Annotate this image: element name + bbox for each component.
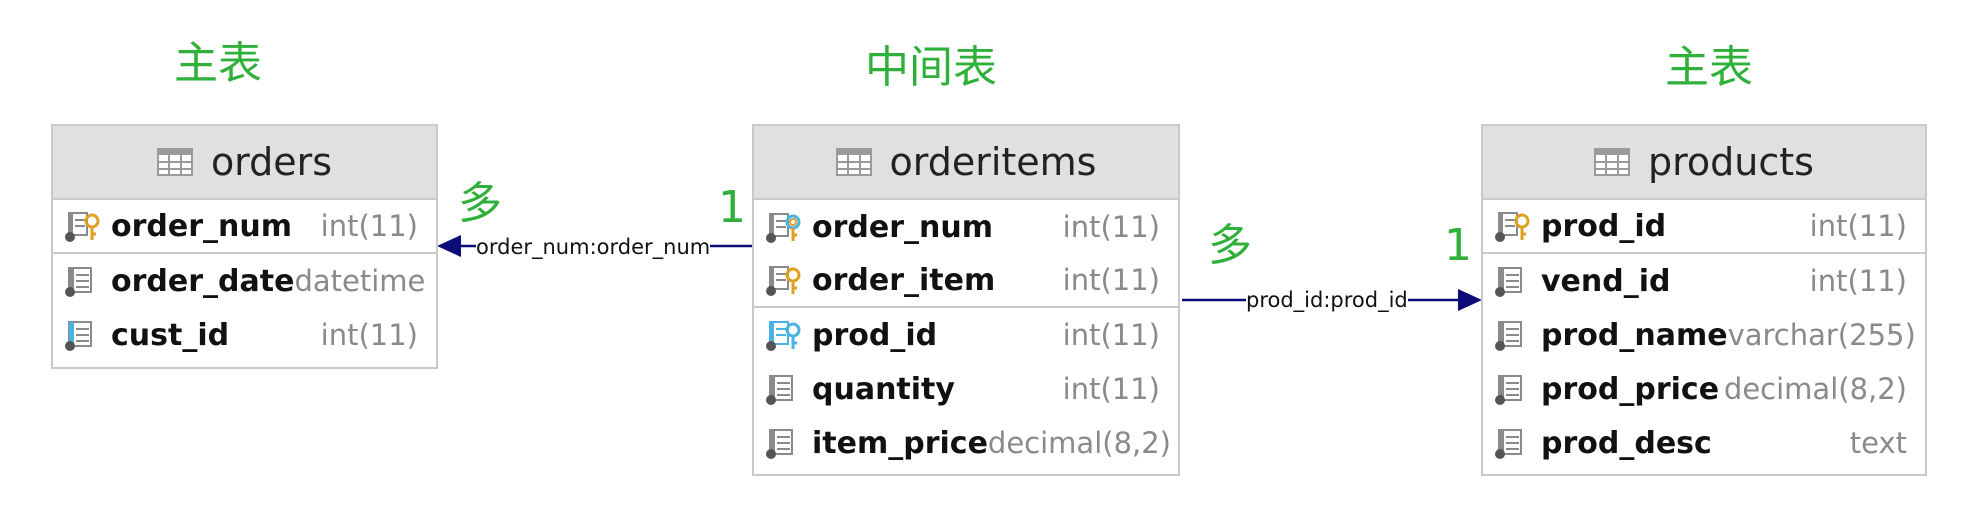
- field-type: text: [1849, 426, 1907, 460]
- field-type: int(11): [1062, 210, 1160, 244]
- label-main-table-right: 主表: [1665, 42, 1753, 93]
- table-card-orderitems[interactable]: orderitems order_num int(11) order_it: [752, 124, 1180, 476]
- cardinality-one-right: 1: [1444, 220, 1472, 271]
- column-icon: [766, 375, 793, 405]
- table-icon: [156, 148, 193, 176]
- label-junction-table: 中间表: [865, 42, 997, 93]
- field-row[interactable]: quantity int(11): [754, 362, 1178, 416]
- field-row[interactable]: prod_id int(11): [754, 308, 1178, 362]
- label-main-table-left: 主表: [174, 38, 262, 89]
- field-row[interactable]: order_item int(11): [754, 254, 1178, 308]
- relation-label-products: prod_id:prod_id: [1246, 288, 1408, 312]
- arrowhead-products: [1458, 289, 1482, 311]
- column-icon: [1495, 321, 1522, 351]
- field-row[interactable]: prod_desc text: [1483, 416, 1925, 470]
- field-name: quantity: [812, 371, 955, 407]
- field-type: int(11): [320, 318, 418, 352]
- cardinality-many-left: 多: [458, 178, 502, 229]
- table-name: products: [1648, 140, 1814, 184]
- field-row[interactable]: order_date datetime: [53, 254, 436, 308]
- table-header-products[interactable]: products: [1483, 126, 1925, 200]
- field-type: int(11): [1062, 263, 1160, 297]
- table-card-products[interactable]: products prod_id int(11) vend_id int(11): [1481, 124, 1927, 476]
- field-name: prod_price: [1541, 371, 1720, 407]
- field-type: int(11): [1062, 372, 1160, 406]
- field-name: vend_id: [1541, 263, 1671, 299]
- field-type: datetime: [294, 264, 426, 298]
- primary-foreign-key-icon: [766, 266, 801, 296]
- column-icon: [65, 267, 92, 297]
- table-card-orders[interactable]: orders order_num int(11) order_date date…: [51, 124, 438, 369]
- field-name: prod_name: [1541, 317, 1728, 353]
- field-name: cust_id: [111, 317, 230, 353]
- field-name: prod_id: [1541, 208, 1667, 244]
- field-type: int(11): [1062, 318, 1160, 352]
- field-type: int(11): [320, 209, 418, 243]
- field-row[interactable]: vend_id int(11): [1483, 254, 1925, 308]
- foreign-key-icon: [766, 321, 801, 351]
- field-row[interactable]: cust_id int(11): [53, 308, 436, 362]
- relation-label-orders: order_num:order_num: [476, 235, 711, 259]
- field-type: int(11): [1809, 264, 1907, 298]
- field-name: item_price: [812, 425, 988, 461]
- field-row[interactable]: order_num int(11): [754, 200, 1178, 254]
- table-header-orderitems[interactable]: orderitems: [754, 126, 1178, 200]
- foreign-key-column-icon: [65, 321, 92, 351]
- table-icon: [1594, 148, 1631, 176]
- table-name: orders: [210, 140, 333, 184]
- field-type: varchar(255): [1727, 318, 1916, 352]
- table-name: orderitems: [889, 140, 1097, 184]
- field-name: order_item: [812, 262, 996, 298]
- field-row[interactable]: order_num int(11): [53, 200, 436, 254]
- field-type: decimal(8,2): [1723, 372, 1907, 406]
- field-name: prod_id: [812, 317, 938, 353]
- primary-key-icon: [1495, 212, 1530, 242]
- field-name: order_date: [111, 263, 295, 299]
- primary-key-icon: [65, 212, 100, 242]
- column-icon: [1495, 267, 1522, 297]
- field-name: order_num: [111, 208, 292, 244]
- field-row[interactable]: item_price decimal(8,2): [754, 416, 1178, 470]
- column-icon: [1495, 429, 1522, 459]
- field-row[interactable]: prod_id int(11): [1483, 200, 1925, 254]
- table-header-orders[interactable]: orders: [53, 126, 436, 200]
- field-name: order_num: [812, 209, 993, 245]
- column-icon: [766, 429, 793, 459]
- cardinality-one-left: 1: [718, 182, 746, 233]
- field-type: int(11): [1809, 209, 1907, 243]
- field-type: decimal(8,2): [987, 426, 1171, 460]
- column-icon: [1495, 375, 1522, 405]
- table-icon: [835, 148, 872, 176]
- field-row[interactable]: prod_name varchar(255): [1483, 308, 1925, 362]
- primary-foreign-key-icon: [766, 213, 801, 243]
- cardinality-many-right: 多: [1208, 220, 1252, 271]
- field-name: prod_desc: [1541, 425, 1712, 461]
- arrowhead-orders: [437, 235, 461, 257]
- field-row[interactable]: prod_price decimal(8,2): [1483, 362, 1925, 416]
